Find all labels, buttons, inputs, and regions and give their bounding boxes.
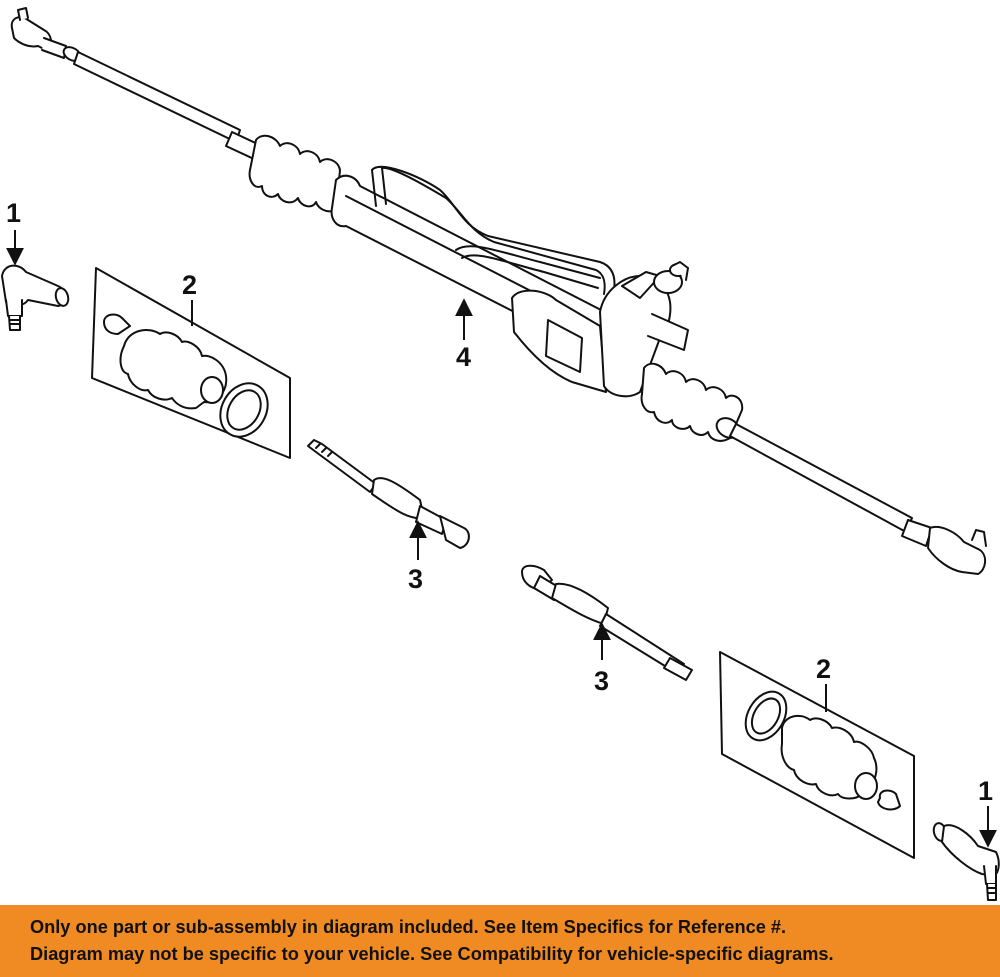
parts-diagram: 1 2 4 3 3 2 1 <box>1 7 1000 901</box>
callout-1-right: 1 <box>978 776 993 806</box>
callout-2-right: 2 <box>816 654 831 684</box>
outer-tie-rod-end-left <box>1 264 70 331</box>
disclaimer-line-2: Diagram may not be specific to your vehi… <box>30 944 834 964</box>
disclaimer-line-1: Only one part or sub-assembly in diagram… <box>30 917 787 937</box>
inner-tie-rod-left <box>307 439 470 549</box>
callout-4: 4 <box>456 342 471 372</box>
leader-lines <box>6 230 997 848</box>
boot-kit-right <box>719 651 915 859</box>
callout-1-left: 1 <box>6 198 21 228</box>
disclaimer-banner: Only one part or sub-assembly in diagram… <box>0 905 1000 977</box>
callout-2-left: 2 <box>182 270 197 300</box>
boot-kit-left <box>91 267 291 459</box>
rack-and-pinion-assembly <box>10 7 987 575</box>
outer-tie-rod-end-right <box>932 822 1000 901</box>
callout-3-left: 3 <box>408 564 423 594</box>
inner-tie-rod-right <box>521 564 693 681</box>
callout-3-right: 3 <box>594 666 609 696</box>
